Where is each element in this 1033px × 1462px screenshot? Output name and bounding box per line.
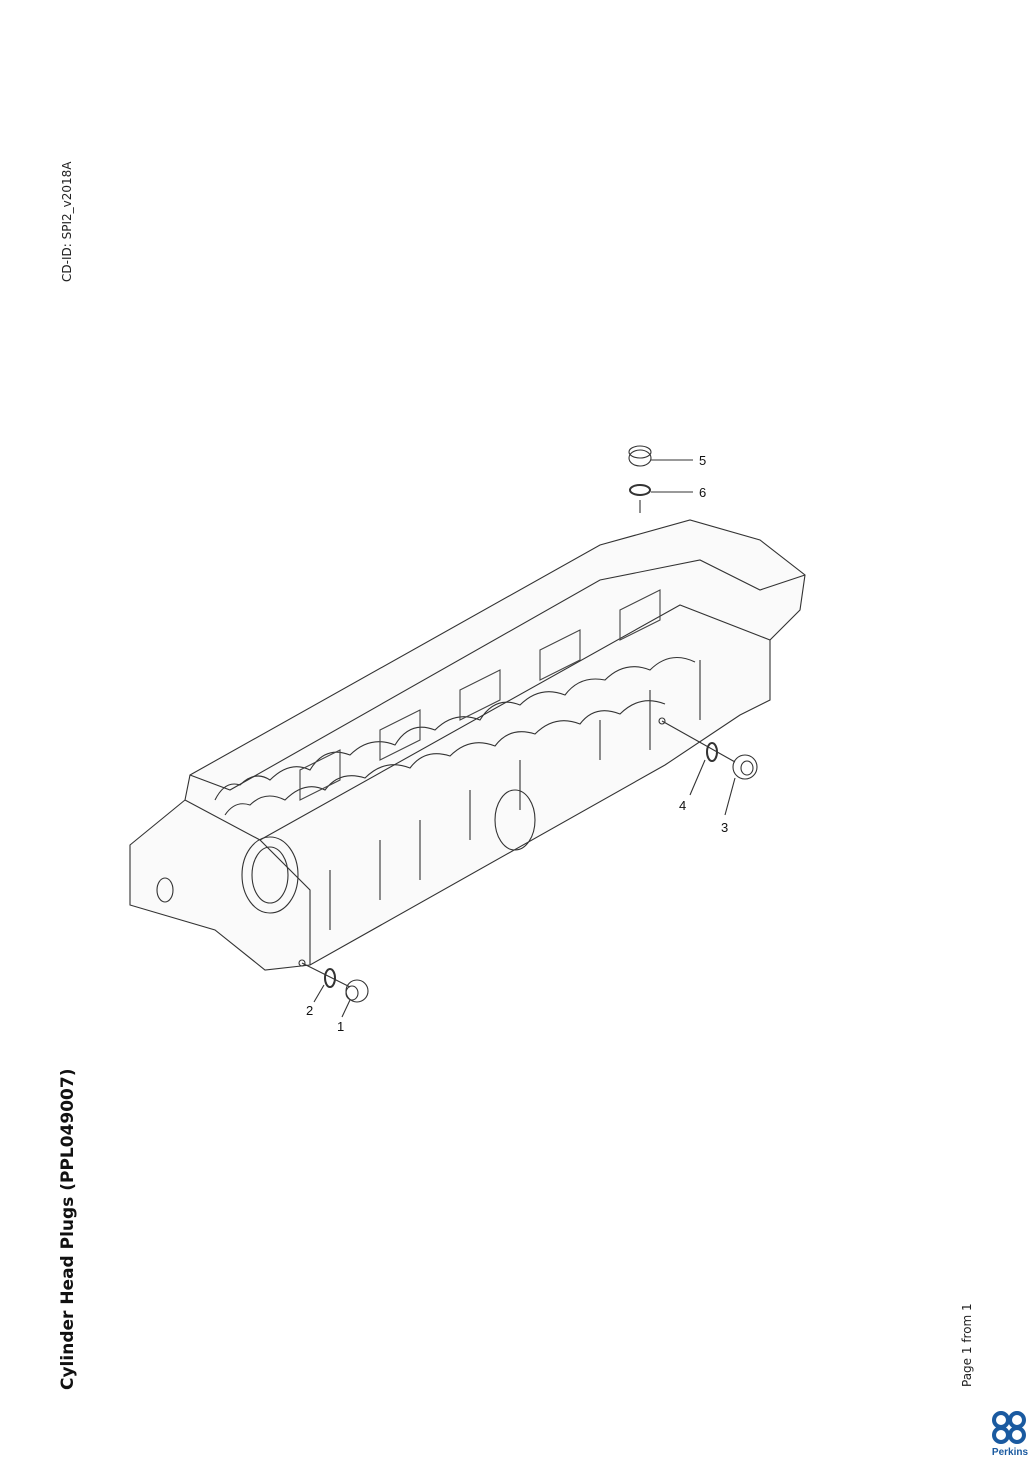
callout-labels: 1 2 3 4 5 6 bbox=[306, 453, 728, 1034]
callout-2: 2 bbox=[306, 1003, 313, 1018]
seal-ring-4 bbox=[661, 720, 736, 796]
plug-1 bbox=[341, 979, 369, 1018]
perkins-logo: Perkins bbox=[988, 1410, 1032, 1458]
plug-5 bbox=[628, 445, 693, 467]
svg-text:Perkins: Perkins bbox=[992, 1447, 1029, 1458]
callout-1: 1 bbox=[337, 1019, 344, 1034]
seal-ring-2 bbox=[301, 962, 351, 1003]
callout-5: 5 bbox=[699, 453, 706, 468]
cylinder-head-drawing bbox=[129, 500, 806, 971]
plug-3 bbox=[724, 754, 758, 816]
callout-4: 4 bbox=[679, 798, 686, 813]
seal-ring-6 bbox=[629, 484, 693, 496]
perkins-logo-icon: Perkins bbox=[992, 1411, 1029, 1458]
callout-6: 6 bbox=[699, 485, 706, 500]
callout-3: 3 bbox=[721, 820, 728, 835]
